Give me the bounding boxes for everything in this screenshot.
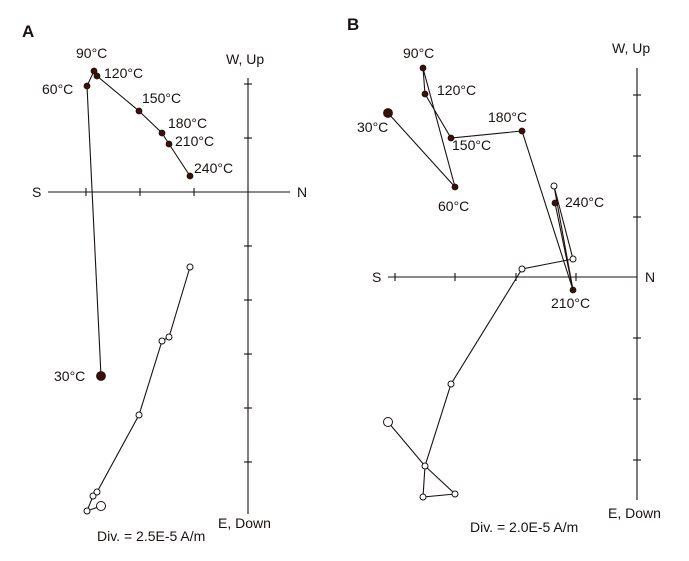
- vertical-point-90c-b: [419, 493, 427, 501]
- temp-label-240c-b: 240°C: [565, 194, 604, 210]
- horizontal-axis-ticks-a: [85, 188, 195, 196]
- temp-label-120c-b: 120°C: [437, 82, 476, 98]
- temp-label-90c-a: 90°C: [76, 45, 107, 61]
- vertical-point-30c-b: [383, 417, 393, 427]
- vertical-point-60c-a: [83, 507, 91, 515]
- vertical-point-120c-a: [93, 488, 101, 496]
- temp-label-90c-b: 90°C: [403, 45, 434, 61]
- temp-label-180c-a: 180°C: [168, 115, 207, 131]
- step-point-30c-b: [383, 108, 393, 118]
- temp-label-240c-a: 240°C: [194, 160, 233, 176]
- panel-b: B W, Up E, Down S N: [347, 15, 661, 535]
- temperature-labels-a: 30°C 60°C 90°C 120°C 150°C 180°C 210°C 2…: [42, 45, 233, 384]
- axis-label-down-b: E, Down: [608, 505, 661, 521]
- vertical-point-150c-a: [135, 411, 143, 419]
- temperature-labels-b: 30°C 60°C 90°C 120°C 150°C 180°C 210°C 2…: [357, 45, 604, 311]
- temp-label-30c-a: 30°C: [54, 368, 85, 384]
- axis-label-right-b: N: [645, 269, 655, 285]
- step-point-90c-b: [419, 64, 427, 72]
- vertical-axis-ticks-b: [633, 94, 641, 461]
- step-point-120c-a: [93, 72, 101, 80]
- step-point-60c-b: [451, 183, 459, 191]
- vertical-projection-points-a: [83, 263, 194, 515]
- temp-label-60c-a: 60°C: [42, 81, 73, 97]
- vertical-point-90c-a: [89, 492, 97, 500]
- vertical-projection-path-b: [387, 185, 574, 498]
- scale-label-b: Div. = 2.0E-5 A/m: [470, 519, 578, 535]
- temp-label-150c-b: 150°C: [452, 137, 491, 153]
- axis-label-left-a: S: [32, 184, 41, 200]
- temp-label-210c-a: 210°C: [175, 133, 214, 149]
- vertical-point-210c-b: [569, 255, 577, 263]
- temp-label-180c-b: 180°C: [488, 109, 527, 125]
- horizontal-projection-points-a: [83, 67, 194, 381]
- step-point-120c-b: [421, 90, 429, 98]
- vertical-projection-points-b: [383, 182, 577, 501]
- scale-label-a: Div. = 2.5E-5 A/m: [97, 528, 205, 544]
- step-point-90c-a: [90, 67, 98, 75]
- panel-letter-a: A: [22, 22, 34, 41]
- vertical-point-240c-a: [186, 263, 194, 271]
- panel-letter-b: B: [347, 15, 359, 34]
- vertical-point-180c-a: [158, 337, 166, 345]
- horizontal-projection-path-b: [387, 67, 574, 291]
- axis-label-down-a: E, Down: [218, 515, 271, 531]
- vertical-point-120c-b: [421, 462, 429, 470]
- vertical-point-30c-a: [96, 501, 106, 511]
- vertical-point-60c-b: [451, 490, 459, 498]
- vertical-point-210c-a: [165, 333, 173, 341]
- step-point-210c-a: [165, 140, 173, 148]
- vertical-point-150c-b: [447, 380, 455, 388]
- vertical-point-240c-b: [550, 182, 558, 190]
- axis-label-right-a: N: [297, 184, 307, 200]
- vertical-axis-ticks-a: [244, 83, 252, 463]
- step-point-240c-a: [186, 172, 194, 180]
- temp-label-60c-b: 60°C: [438, 198, 469, 214]
- vertical-projection-path-a: [86, 266, 191, 512]
- panel-a: A W, Up E, Down S N: [22, 22, 307, 544]
- temp-label-210c-b: 210°C: [551, 295, 590, 311]
- axis-label-left-b: S: [372, 269, 381, 285]
- step-point-150c-b: [447, 134, 455, 142]
- axis-label-up-b: W, Up: [612, 40, 650, 56]
- step-point-180c-a: [158, 129, 166, 137]
- temp-label-120c-a: 120°C: [104, 65, 143, 81]
- horizontal-projection-points-b: [383, 64, 577, 294]
- vertical-point-180c-b: [518, 265, 526, 273]
- step-point-60c-a: [83, 82, 91, 90]
- temp-label-30c-b: 30°C: [357, 119, 388, 135]
- step-point-150c-a: [135, 107, 143, 115]
- step-point-180c-b: [518, 127, 526, 135]
- step-point-30c-a: [96, 371, 106, 381]
- axis-label-up-a: W, Up: [226, 51, 264, 67]
- temp-label-150c-a: 150°C: [142, 90, 181, 106]
